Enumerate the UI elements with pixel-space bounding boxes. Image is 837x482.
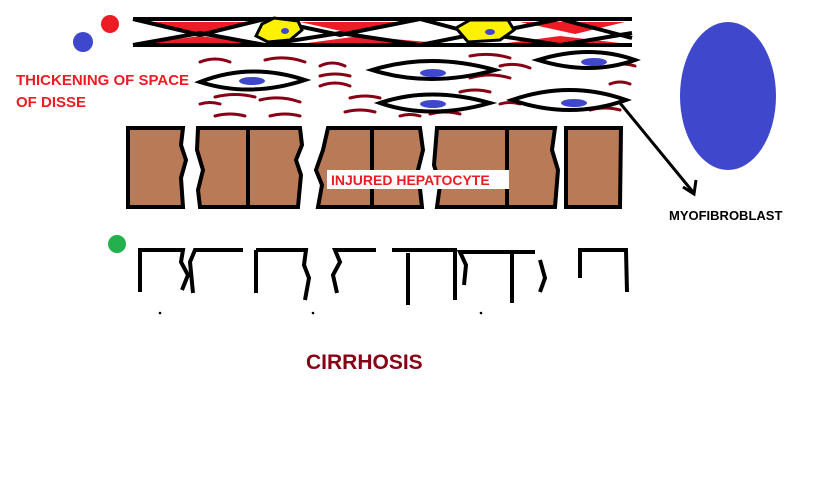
activated-stellate-cell — [194, 69, 312, 92]
space-of-disse-label-line1: THICKENING OF SPACE — [16, 72, 189, 89]
stellate-cell — [453, 18, 516, 44]
dot-mark — [479, 311, 483, 315]
activated-stellate-cell — [373, 92, 498, 114]
dot-mark — [158, 311, 162, 315]
hepatocyte-row — [126, 126, 624, 209]
diagram-title: CIRRHOSIS — [306, 351, 423, 374]
dot-mark — [311, 311, 315, 315]
injured-hepatocyte-label-bg — [327, 170, 509, 189]
green-dot — [108, 235, 126, 253]
activated-stellate-cell — [365, 59, 503, 81]
blue-dot — [73, 32, 93, 52]
activated-stellate-cell — [531, 50, 641, 70]
red-dot — [101, 15, 119, 33]
activated-stellate-cell — [505, 88, 632, 112]
sinusoid-strip — [132, 16, 633, 48]
fragmented-sinusoid — [138, 248, 629, 305]
stellate-cell — [253, 16, 304, 44]
arrow — [618, 102, 698, 197]
myofibroblast-cell — [680, 22, 776, 170]
myofibroblast-label: MYOFIBROBLAST — [669, 208, 782, 223]
injured-hepatocyte-label: INJURED HEPATOCYTE — [331, 172, 490, 188]
space-of-disse-label-line2: OF DISSE — [16, 94, 86, 111]
